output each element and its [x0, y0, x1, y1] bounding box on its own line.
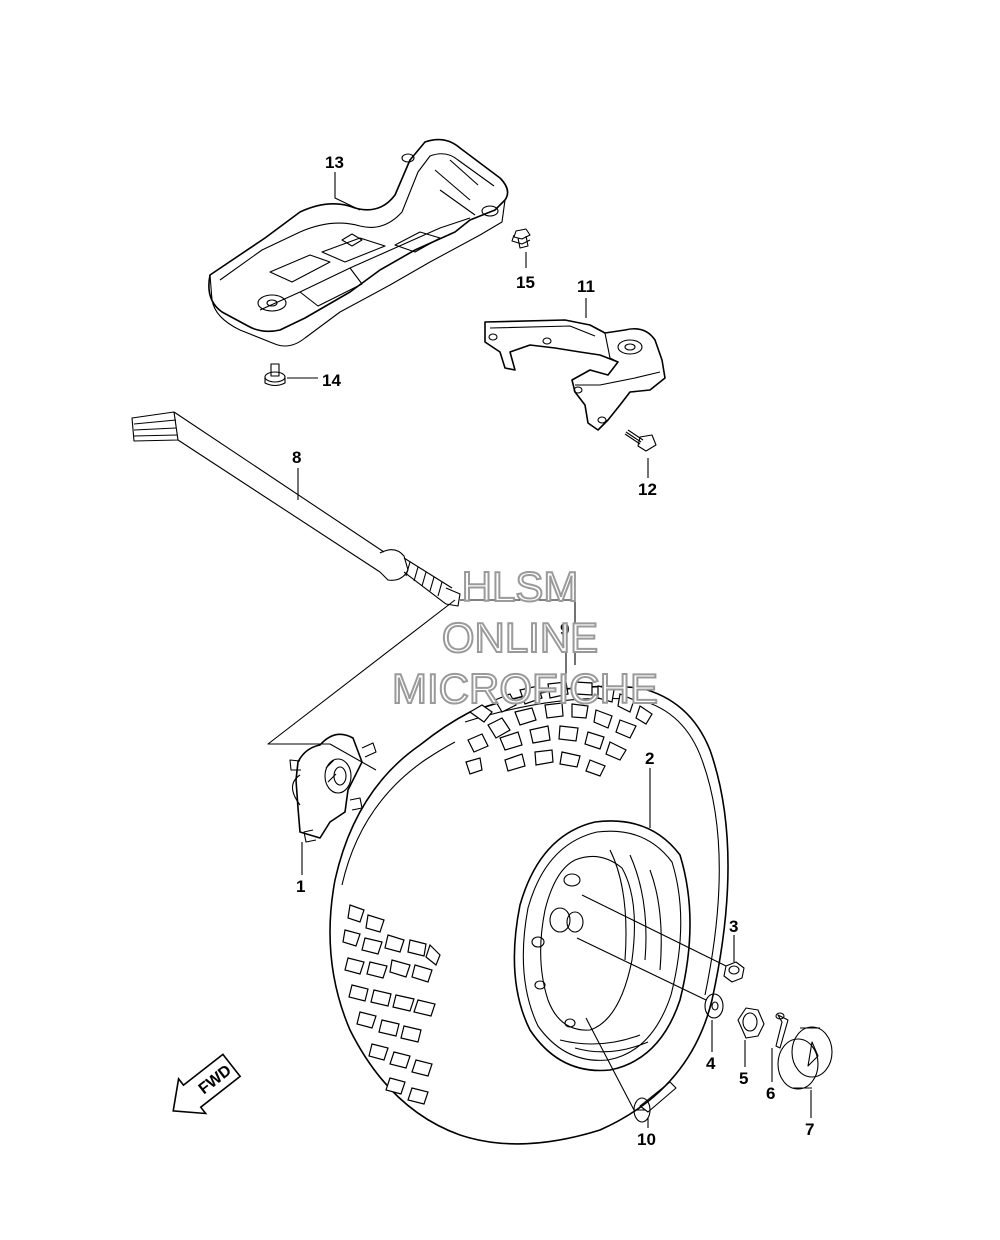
watermark-line2: ONLINE: [442, 614, 598, 661]
callout-13: 13: [325, 153, 344, 172]
callout-1: 1: [296, 877, 305, 896]
callout-7: 7: [805, 1120, 814, 1139]
callout-4: 4: [706, 1054, 716, 1073]
part-10-valve[interactable]: [633, 1081, 677, 1123]
callout-12: 12: [638, 480, 657, 499]
part-5-castle-nut[interactable]: [737, 1007, 765, 1039]
callout-10: 10: [637, 1130, 656, 1149]
part-1-hub[interactable]: [289, 733, 377, 843]
callout-6: 6: [766, 1084, 775, 1103]
part-11-bracket[interactable]: [484, 319, 666, 431]
callout-14: 14: [322, 371, 341, 390]
callout-9: 9: [560, 620, 569, 639]
callout-15: 15: [516, 273, 535, 292]
leader-lines: [576, 894, 727, 1111]
assembly-leader-lines: [267, 599, 576, 771]
callout-labels: 13 15 11 14 8 12 9 2 1 3 4 5 6 7 10: [292, 153, 814, 1149]
part-3-nut[interactable]: [723, 961, 745, 983]
callout-leaders: [287, 172, 812, 1128]
part-15-bolt[interactable]: [511, 228, 531, 249]
part-7-hub-cap[interactable]: [777, 1026, 833, 1090]
callout-3: 3: [729, 917, 738, 936]
callout-11: 11: [577, 277, 595, 296]
part-8-axle-shaft[interactable]: [131, 411, 461, 607]
fwd-direction-arrow: FWD: [172, 1053, 242, 1115]
part-6-cotter-pin[interactable]: [775, 1012, 789, 1049]
tire-tread-top: [465, 681, 653, 777]
part-4-washer[interactable]: [704, 993, 724, 1019]
tire-tread-side: [342, 904, 441, 1105]
part-2-wheel-tire[interactable]: [329, 681, 729, 1145]
watermark-line1: HLSM: [462, 563, 579, 610]
part-12-bolt[interactable]: [624, 429, 657, 452]
callout-2: 2: [645, 749, 654, 768]
part-13-skid-plate[interactable]: [208, 138, 509, 347]
callout-8: 8: [292, 448, 301, 467]
callout-5: 5: [739, 1069, 748, 1088]
watermark: HLSM ONLINE MICROFICHE: [391, 562, 659, 713]
watermark-line3: MICROFICHE: [392, 665, 658, 712]
part-14-bolt[interactable]: [264, 363, 286, 387]
